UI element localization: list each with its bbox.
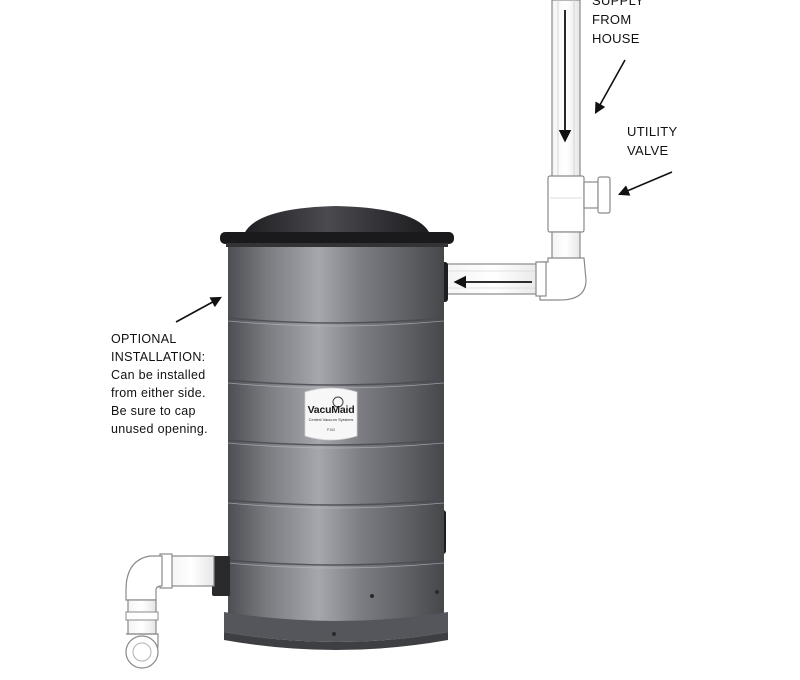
brand-tagline: Central Vacuum Systems (308, 417, 354, 422)
utility-callout-arrow (617, 171, 673, 196)
optional-installation-label: OPTIONAL INSTALLATION: Can be installed … (111, 330, 208, 438)
optional-line-5: Be sure to cap (111, 404, 196, 418)
optional-line-6: unused opening. (111, 422, 208, 436)
utility-valve-label: UTILITY VALVE (627, 122, 678, 160)
canister-lid (220, 206, 454, 247)
optional-line-3: Can be installed (111, 368, 206, 382)
supply-line-1: SUPPLY (592, 0, 645, 8)
brand-model: P150 (326, 428, 336, 432)
optional-callout-arrow (175, 296, 222, 323)
inlet-pipe (445, 261, 547, 297)
vacuum-canister (212, 240, 448, 650)
optional-line-1: OPTIONAL (111, 332, 177, 346)
utility-valve (547, 175, 611, 233)
optional-line-2: INSTALLATION: (111, 350, 206, 364)
utility-line-2: VALVE (627, 143, 669, 158)
supply-from-house-label: SUPPLY FROM HOUSE (592, 0, 644, 48)
elbow-pipe-top (539, 231, 587, 301)
brand-logo: VacuMaid Central Vacuum Systems P150 (305, 388, 357, 440)
supply-line-2: FROM (592, 12, 632, 27)
supply-pipe (551, 0, 581, 179)
brand-name: VacuMaid (307, 404, 355, 416)
brand-badge (304, 387, 358, 441)
exhaust-pipe (125, 553, 215, 669)
utility-line-1: UTILITY (627, 124, 678, 139)
supply-line-3: HOUSE (592, 31, 640, 46)
supply-callout-arrow (594, 59, 626, 114)
optional-line-4: from either side. (111, 386, 206, 400)
